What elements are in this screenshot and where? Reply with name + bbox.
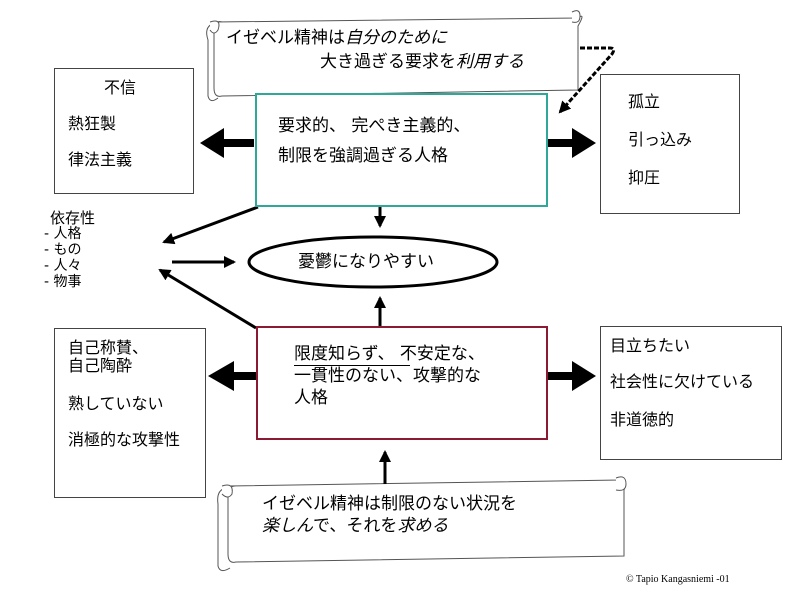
arrow-left-bottom	[208, 361, 258, 391]
left-bottom-item1-line2: 自己陶酔	[68, 356, 133, 375]
center-bottom-underline	[294, 365, 410, 366]
bottom-scroll-shape	[217, 476, 627, 572]
right-bottom-item-1: 社会性に欠けている	[610, 372, 755, 391]
center-bottom-line1: 限度知らず、 不安定な、	[294, 344, 485, 364]
arrow-right-top	[546, 128, 596, 158]
center-top-line1: 要求的、 完ぺき主義的、	[278, 116, 471, 136]
arrow-right-bottom	[546, 361, 596, 391]
arrow-left-top	[200, 128, 254, 158]
top-scroll-line1-a: イゼベル精神は	[226, 28, 345, 48]
left-top-item-1: 熱狂製	[68, 114, 117, 133]
left-top-box	[54, 68, 194, 194]
left-bottom-item2: 熟していない	[68, 394, 164, 413]
center-bottom-box	[256, 326, 548, 440]
left-bottom-box	[54, 328, 206, 498]
dependency-item-2: - 人々	[44, 258, 82, 274]
top-scroll-line2-a: 大き過ぎる要求を	[320, 52, 456, 72]
bottom-scroll-line1: イゼベル精神は制限のない状況を	[262, 494, 517, 514]
dependency-item-0: - 人格	[44, 226, 82, 242]
arrow-top-box-to-dependency	[162, 205, 259, 245]
center-top-box	[255, 93, 548, 207]
top-scroll-line2: 大き過ぎる要求を利用する	[320, 52, 524, 72]
right-bottom-box	[600, 326, 782, 460]
left-bottom-item1-line1: 自己称賛、	[68, 338, 149, 357]
depression-oval	[247, 235, 499, 289]
right-top-item-1: 引っ込み	[628, 130, 693, 149]
dependency-item-3: - 物事	[44, 274, 82, 290]
left-top-item-2: 律法主義	[68, 150, 133, 169]
right-bottom-item-2: 非道徳的	[610, 410, 675, 429]
center-bottom-line3: 人格	[294, 388, 328, 408]
arrow-bottom-box-to-dependency	[158, 268, 257, 330]
center-top-line2: 制限を強調過ぎる人格	[278, 146, 448, 166]
top-scroll-line1: イゼベル精神は自分のために	[226, 28, 447, 48]
left-top-item-0: 不信	[104, 78, 137, 97]
oval-label: 憂鬱になりやすい	[298, 252, 434, 272]
bottom-scroll-line2-b: で、それを	[313, 516, 398, 536]
right-top-item-2: 抑圧	[628, 168, 661, 187]
top-scroll-line1-b: 自分のために	[345, 28, 447, 48]
right-bottom-item-0: 目立ちたい	[610, 336, 691, 355]
center-bottom-line2: 一貫性のない、攻撃的な	[294, 366, 481, 386]
copyright: © Tapio Kangasniemi -01	[626, 574, 730, 585]
top-scroll-shape	[206, 10, 583, 102]
scroll-to-center-arrow	[558, 46, 616, 114]
bottom-scroll-line2-a: 楽しん	[262, 516, 313, 536]
dependency-item-1: - もの	[44, 242, 82, 258]
right-top-item-0: 孤立	[628, 92, 661, 111]
bottom-scroll-line2: 楽しんで、それを求める	[262, 516, 448, 536]
bottom-scroll-line2-c: 求める	[397, 516, 449, 536]
left-bottom-item3: 消極的な攻撃性	[68, 430, 181, 449]
top-scroll-line2-b: 利用する	[456, 52, 524, 72]
dependency-title: 依存性	[50, 209, 96, 227]
right-top-box	[600, 74, 740, 214]
